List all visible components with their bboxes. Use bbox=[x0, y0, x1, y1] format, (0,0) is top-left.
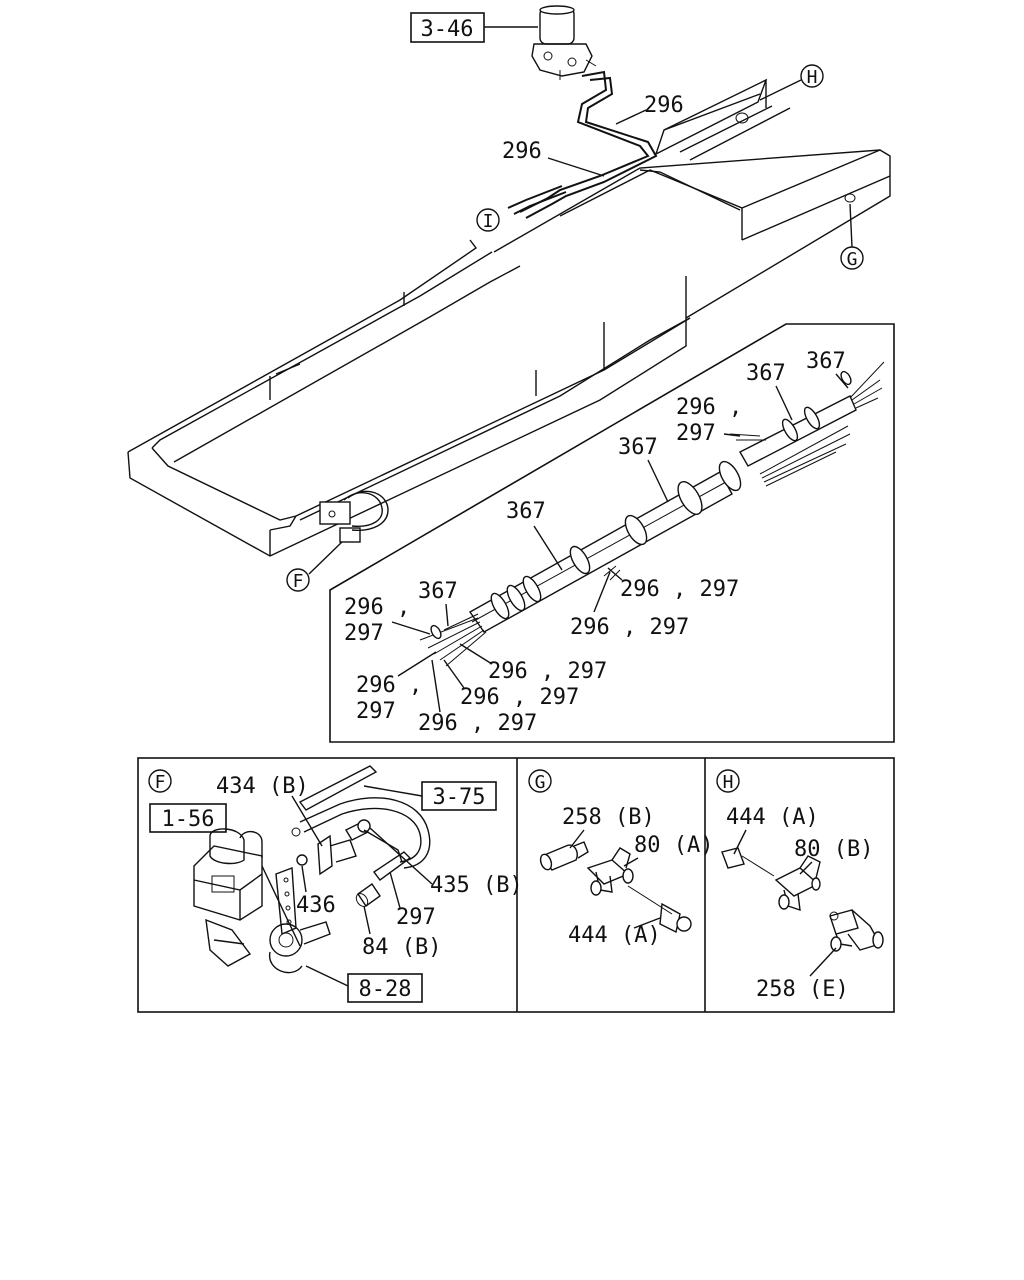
ref-box-8-28[interactable] bbox=[347, 973, 423, 1003]
panel-h: H bbox=[716, 769, 884, 952]
ref-box-1-56[interactable] bbox=[149, 803, 227, 833]
label-296-297-a2: 297 bbox=[676, 421, 716, 446]
svg-text:G: G bbox=[847, 249, 858, 270]
label-367-tr2: 367 bbox=[806, 349, 846, 374]
label-296-297-d2: 297 bbox=[344, 621, 384, 646]
bottom-panels-frame bbox=[137, 757, 895, 1013]
label-296-lower: 296 bbox=[502, 139, 542, 164]
circle-letter-i[interactable] bbox=[476, 208, 500, 232]
label-80b: 80 (B) bbox=[794, 837, 873, 862]
circle-letter-f[interactable] bbox=[286, 568, 310, 592]
ref-3-75-label: 3-75 bbox=[433, 785, 486, 810]
label-84b: 84 (B) bbox=[362, 935, 441, 960]
panel-f: F 1-56 3-75 8-28 bbox=[148, 765, 497, 1003]
label-296-297-g: 296 , 297 bbox=[460, 685, 579, 710]
svg-text:F: F bbox=[155, 772, 166, 793]
panel-g: G bbox=[528, 769, 692, 934]
label-258e: 258 (E) bbox=[756, 977, 849, 1002]
label-296-297-f2: 297 bbox=[356, 699, 396, 724]
label-434b: 434 (B) bbox=[216, 774, 309, 799]
svg-text:H: H bbox=[723, 772, 734, 793]
label-258b: 258 (B) bbox=[562, 805, 655, 830]
label-80a: 80 (A) bbox=[634, 833, 713, 858]
label-436: 436 bbox=[296, 893, 336, 918]
label-296-297-f1: 296 , bbox=[356, 673, 422, 698]
label-367-tr1: 367 bbox=[746, 361, 786, 386]
svg-text:H: H bbox=[807, 67, 818, 88]
ref-3-46-label: 3-46 bbox=[421, 17, 474, 42]
label-296-297-c: 296 , 297 bbox=[570, 615, 689, 640]
label-297: 297 bbox=[396, 905, 436, 930]
label-296-297-e: 296 , 297 bbox=[488, 659, 607, 684]
panel-g-letter-circle bbox=[528, 769, 552, 793]
label-296-297-h: 296 , 297 bbox=[418, 711, 537, 736]
label-435b: 435 (B) bbox=[430, 873, 523, 898]
label-367-center: 367 bbox=[506, 499, 546, 524]
label-444a-g: 444 (A) bbox=[568, 923, 661, 948]
label-296-upper: 296 bbox=[644, 93, 684, 118]
air-pipes-296 bbox=[507, 70, 658, 219]
label-296-297-d1: 296 , bbox=[344, 595, 410, 620]
valve-assembly-f bbox=[319, 490, 389, 543]
svg-text:F: F bbox=[293, 571, 304, 592]
label-367-left: 367 bbox=[418, 579, 458, 604]
ref-8-28-label: 8-28 bbox=[359, 977, 412, 1002]
detail-harness-frame bbox=[329, 323, 895, 743]
panel-f-letter-circle bbox=[148, 769, 172, 793]
label-367-mid: 367 bbox=[618, 435, 658, 460]
circle-letter-h[interactable] bbox=[800, 64, 824, 88]
panel-h-letter-circle bbox=[716, 769, 740, 793]
ref-1-56-label: 1-56 bbox=[162, 807, 215, 832]
air-dryer bbox=[531, 5, 597, 80]
svg-text:I: I bbox=[483, 211, 494, 232]
harness-bundle bbox=[419, 361, 885, 667]
label-444a-h: 444 (A) bbox=[726, 805, 819, 830]
label-296-297-b: 296 , 297 bbox=[620, 577, 739, 602]
label-296-297-a1: 296 , bbox=[676, 395, 742, 420]
chassis-frame bbox=[127, 78, 891, 557]
svg-text:G: G bbox=[535, 772, 546, 793]
